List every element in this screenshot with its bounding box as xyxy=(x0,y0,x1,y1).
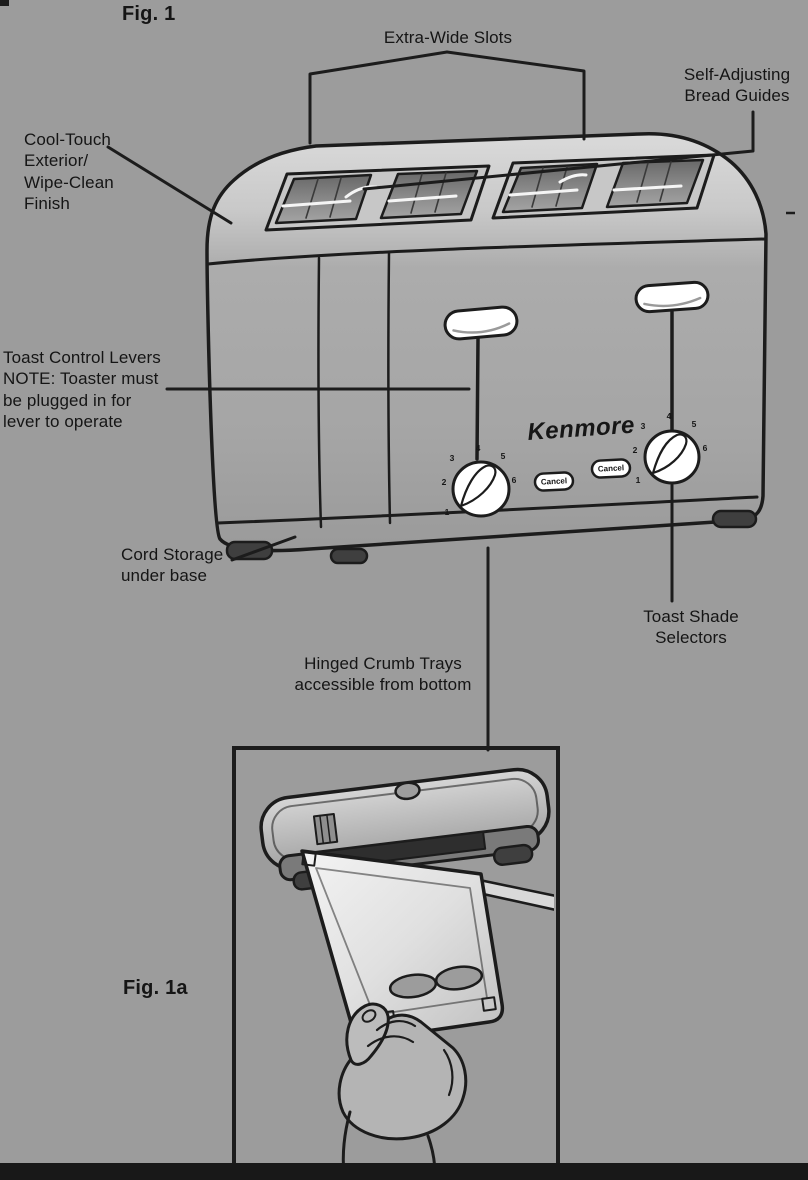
dial-numbers: 1 2 3 4 5 6 1 2 3 4 5 6 xyxy=(442,411,708,517)
label-hinged-crumb-trays: Hinged Crumb Trays accessible from botto… xyxy=(294,654,472,695)
inset-illustration xyxy=(259,767,554,1176)
scan-corner-mark xyxy=(0,0,9,6)
slot-2 xyxy=(379,169,479,220)
cancel-button-right-label: Cancel xyxy=(598,463,625,473)
dial-number: 1 xyxy=(445,507,450,517)
knob-pointer xyxy=(459,464,497,508)
label-self-adjusting-bread-guides: Self-Adjusting Bread Guides xyxy=(683,65,791,106)
tray-finger-hole xyxy=(434,965,484,991)
guide-wire xyxy=(612,184,683,192)
toaster-foot-left xyxy=(225,540,274,561)
label-toast-shade-selectors: Toast Shade Selectors xyxy=(643,607,739,648)
dial-number: 1 xyxy=(636,475,641,485)
dial-number: 4 xyxy=(667,411,672,421)
toaster-underside xyxy=(259,767,551,891)
toaster-foot-right xyxy=(711,509,758,529)
guide-wire xyxy=(387,194,458,203)
top-rim-line xyxy=(206,237,767,266)
dial-number: 3 xyxy=(450,453,455,463)
cancel-button-left[interactable]: Cancel xyxy=(533,471,575,492)
dial-number: 5 xyxy=(692,419,697,429)
guide-wire xyxy=(281,199,352,208)
dial-number: 3 xyxy=(641,421,646,431)
hand xyxy=(337,1002,468,1176)
leader-bread-guides xyxy=(362,110,755,191)
callout-leader-lines xyxy=(106,50,755,752)
label-cool-touch-exterior: Cool-Touch Exterior/ Wipe-Clean Finish xyxy=(24,130,114,213)
leader-extra-wide-left xyxy=(308,50,449,145)
leader-extra-wide-right xyxy=(445,50,586,141)
underside-foot xyxy=(492,843,534,867)
toast-shade-selector-right[interactable] xyxy=(643,429,701,485)
tray-tab xyxy=(481,996,497,1012)
scan-bottom-band xyxy=(0,1163,808,1180)
slot-4 xyxy=(605,158,705,209)
dial-number: 5 xyxy=(501,451,506,461)
toaster-foot-middle xyxy=(329,547,369,565)
knob-pointer xyxy=(651,433,688,475)
fig1-title: Fig. 1 xyxy=(122,3,176,25)
lever-track-left xyxy=(475,337,480,461)
crumb-tray[interactable] xyxy=(300,849,505,1042)
bread-guides xyxy=(281,161,683,219)
dial-number: 2 xyxy=(442,477,447,487)
underside-boss xyxy=(394,781,421,801)
label-cord-storage: Cord Storage under base xyxy=(121,545,224,586)
dial-number: 4 xyxy=(476,443,481,453)
toaster-body xyxy=(205,132,768,553)
toast-shade-selector-left[interactable] xyxy=(451,460,511,518)
self-adjusting-guide-wire xyxy=(558,173,588,184)
toaster-illustration: Kenmore Cancel Cancel 1 2 xyxy=(205,132,768,565)
leader-cord-storage xyxy=(230,535,297,562)
label-extra-wide-slots: Extra-Wide Slots xyxy=(383,28,513,47)
cancel-button-right[interactable]: Cancel xyxy=(590,458,632,479)
thumbnail xyxy=(361,1009,377,1023)
dial-number: 6 xyxy=(703,443,708,453)
guide-wire xyxy=(508,188,579,197)
leader-cool-touch xyxy=(106,145,233,225)
label-toast-control-levers: Toast Control Levers NOTE: Toaster must … xyxy=(3,348,161,431)
dial-number: 2 xyxy=(633,445,638,455)
toast-control-lever-right[interactable] xyxy=(634,280,710,314)
slot-1 xyxy=(274,173,373,225)
tray-tab xyxy=(301,851,317,867)
thumb xyxy=(345,1002,390,1066)
toast-control-lever-left[interactable] xyxy=(443,305,519,341)
fig1a-title: Fig. 1a xyxy=(123,977,188,999)
tray-hinge-clip xyxy=(312,812,339,846)
corner-contour-line xyxy=(317,256,323,529)
cancel-button-left-label: Cancel xyxy=(541,476,568,486)
dial-number: 6 xyxy=(512,475,517,485)
